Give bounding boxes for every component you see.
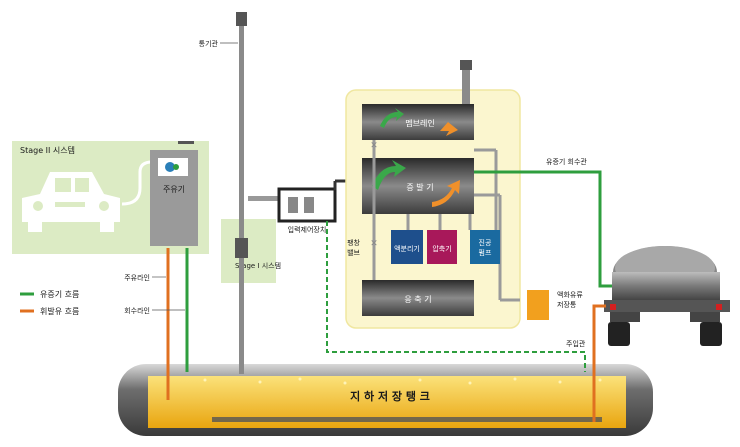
tank-truck <box>604 246 730 346</box>
liquefied-oil-tank <box>527 290 549 320</box>
liquefied-oil-tank-label-2: 저장통 <box>557 300 577 309</box>
unit-vent-pipe <box>462 66 470 104</box>
vent-cap <box>236 12 247 26</box>
membrane-module <box>362 104 474 140</box>
vacuum-pump-label-2: 펌프 <box>479 248 492 257</box>
stage2-label: Stage II 시스템 <box>20 145 75 155</box>
vacuum-pump <box>470 230 500 264</box>
expansion-valve-label-2: 밸브 <box>347 248 360 257</box>
underground-tank: 지 하 저 장 탱 크 <box>118 364 653 436</box>
dispenser-hose <box>121 160 153 206</box>
expansion-valve-icon-top: ✕ <box>370 141 378 151</box>
tank-label: 지 하 저 장 탱 크 <box>350 389 430 403</box>
stage1-panel <box>221 219 276 283</box>
legend-vapor-label: 유증기 흐름 <box>40 290 79 299</box>
evaporator-label: 증 발 기 <box>406 182 433 192</box>
fill-pipe <box>592 304 606 422</box>
dispenser-label: 주유기 <box>163 185 185 194</box>
fuel-line-label: 주유라인 <box>124 273 150 282</box>
input-controller-label: 입력제어장치 <box>288 225 327 234</box>
liquefied-oil-tank-label-1: 액화유류 <box>557 291 583 299</box>
recovery-line-label: 회수라인 <box>124 306 150 315</box>
legend-volatile-label: 휘발유 흐름 <box>40 306 79 316</box>
vapor-recovery-pipe-label: 유증기 회수관 <box>546 157 587 166</box>
condenser-module <box>362 280 474 316</box>
fill-pipe-label: 주입관 <box>566 339 586 348</box>
legend: 유증기 흐름 휘발유 흐름 <box>20 290 79 316</box>
compressor-label: 압축기 <box>432 244 451 253</box>
car-icon <box>22 172 120 232</box>
compressor <box>427 230 457 264</box>
evaporator-arrow-icon <box>372 160 406 190</box>
condenser-label: 응 축 기 <box>404 295 431 304</box>
expansion-valve-icon: ✕ <box>370 239 378 249</box>
stage1-label: Stage I 시스템 <box>235 262 281 270</box>
vapor-recovery-pipe <box>474 170 612 288</box>
dispenser-top <box>178 141 194 144</box>
vacuum-pump-label-1: 진공 <box>479 238 492 247</box>
membrane-label: 멤브레인 <box>405 118 434 128</box>
vapor-dashed-line <box>326 221 586 372</box>
controller-pipe <box>248 196 278 201</box>
tank-bubbles <box>203 377 602 385</box>
membrane-arrow-icon <box>380 108 404 128</box>
liquid-separator <box>391 230 423 264</box>
dispenser-logo-icon <box>165 162 175 172</box>
stage1-valve <box>235 238 248 258</box>
expansion-valve-label-1: 팽창 <box>347 238 360 247</box>
liquid-separator-label: 액분리기 <box>394 244 420 253</box>
vent-pipe-label: 통기관 <box>199 39 219 48</box>
